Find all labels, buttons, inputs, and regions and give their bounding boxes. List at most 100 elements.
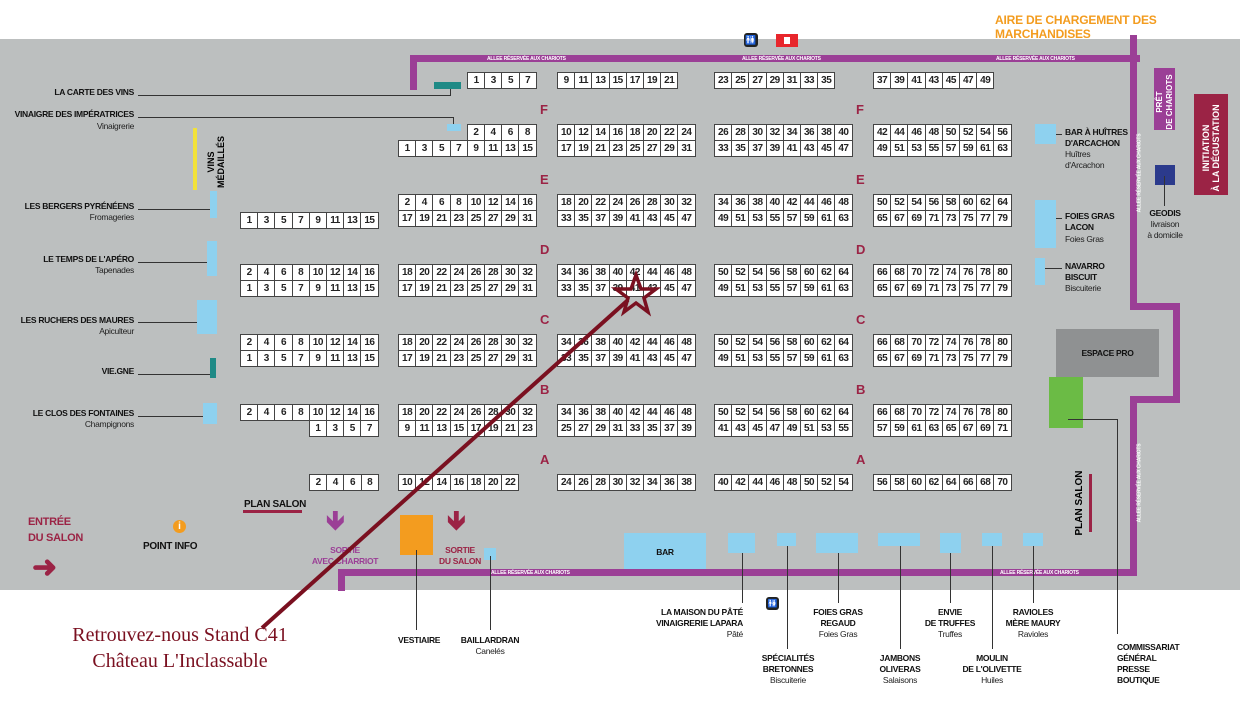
stand[interactable]: 59 <box>799 210 819 227</box>
stand[interactable]: 9 <box>466 140 485 157</box>
stand[interactable]: 16 <box>360 264 379 281</box>
stand[interactable]: 17 <box>398 280 417 297</box>
stand[interactable]: 79 <box>993 280 1012 297</box>
stand[interactable]: 48 <box>677 334 696 351</box>
stand[interactable]: 31 <box>518 280 537 297</box>
stand[interactable]: 67 <box>890 280 909 297</box>
stand[interactable]: 25 <box>466 280 485 297</box>
stand[interactable]: 69 <box>907 350 926 367</box>
booth-le-clos-des-fontaines[interactable] <box>203 403 217 424</box>
stand[interactable]: 27 <box>574 420 593 437</box>
bar-area[interactable] <box>624 533 706 569</box>
stand[interactable]: 49 <box>873 140 892 157</box>
stand[interactable]: 15 <box>608 72 627 89</box>
stand[interactable]: 47 <box>834 140 853 157</box>
initiation-degustation-area[interactable] <box>1194 94 1228 195</box>
booth-specialites-bretonnes[interactable] <box>777 533 796 546</box>
espace-pro-area[interactable] <box>1056 329 1159 377</box>
stand[interactable]: 65 <box>873 280 892 297</box>
stand[interactable]: 63 <box>993 140 1012 157</box>
stand[interactable]: 15 <box>360 280 379 297</box>
stand[interactable]: 16 <box>449 474 468 491</box>
stand[interactable]: 77 <box>976 350 995 367</box>
stand[interactable]: 25 <box>557 420 576 437</box>
stand[interactable]: 49 <box>714 280 733 297</box>
booth-maison-du-pate[interactable] <box>728 533 755 553</box>
stand[interactable]: 13 <box>343 280 362 297</box>
stand[interactable]: 47 <box>677 280 696 297</box>
booth-jambons-oliveras[interactable] <box>878 533 920 546</box>
stand[interactable]: 23 <box>449 210 468 227</box>
stand[interactable]: 59 <box>799 350 819 367</box>
stand[interactable]: 8 <box>360 474 379 491</box>
stand[interactable]: 15 <box>518 140 537 157</box>
stand[interactable]: 55 <box>765 350 784 367</box>
stand[interactable]: 41 <box>782 140 801 157</box>
booth-le-temps-de-l-apero[interactable] <box>207 241 217 276</box>
stand[interactable]: 55 <box>924 140 943 157</box>
stand[interactable]: 5 <box>432 140 451 157</box>
stand[interactable]: 59 <box>890 420 909 437</box>
stand[interactable]: 35 <box>574 280 593 297</box>
stand[interactable]: 21 <box>660 72 679 89</box>
stand[interactable]: 39 <box>677 420 696 437</box>
stand[interactable]: 22 <box>501 474 520 491</box>
vestiaire-booth[interactable] <box>400 515 433 555</box>
stand[interactable]: 40 <box>834 124 853 141</box>
stand[interactable]: 25 <box>466 210 485 227</box>
stand[interactable]: 31 <box>608 420 627 437</box>
booth-foies-gras-regaud[interactable] <box>816 533 858 553</box>
booth-vinaigre-des-imperatrices[interactable] <box>447 124 461 131</box>
stand[interactable]: 43 <box>799 140 819 157</box>
stand[interactable]: 54 <box>834 474 853 491</box>
stand[interactable]: 73 <box>941 210 960 227</box>
booth-les-ruchers-des-maures[interactable] <box>197 300 217 334</box>
booth-la-carte-des-vins[interactable] <box>434 82 461 89</box>
stand[interactable]: 19 <box>642 72 662 89</box>
stand[interactable]: 47 <box>677 210 696 227</box>
stand[interactable]: 56 <box>873 474 892 491</box>
stand[interactable]: 69 <box>907 280 926 297</box>
stand[interactable]: 38 <box>677 474 696 491</box>
stand[interactable]: 31 <box>518 350 537 367</box>
stand[interactable]: 7 <box>518 72 537 89</box>
stand[interactable]: 15 <box>360 350 379 367</box>
stand[interactable]: 80 <box>993 404 1012 421</box>
stand[interactable]: 1 <box>467 72 486 89</box>
stand[interactable]: 51 <box>731 210 750 227</box>
stand[interactable]: 43 <box>642 210 662 227</box>
stand[interactable]: 31 <box>518 210 537 227</box>
stand[interactable]: 63 <box>834 280 853 297</box>
stand[interactable]: 55 <box>834 420 853 437</box>
point-info-label[interactable]: POINT INFO <box>143 541 198 552</box>
stand[interactable]: 31 <box>677 140 696 157</box>
stand[interactable]: 33 <box>799 72 819 89</box>
booth-envie-de-truffes[interactable] <box>940 533 961 553</box>
stand[interactable]: 50 <box>799 474 819 491</box>
booth-vie-gne[interactable] <box>210 358 216 378</box>
stand[interactable]: 2 <box>240 404 259 421</box>
pret-chariots-area[interactable] <box>1154 68 1175 130</box>
stand[interactable]: 80 <box>993 334 1012 351</box>
stand[interactable]: 67 <box>890 210 909 227</box>
booth-baillardran[interactable] <box>484 548 496 560</box>
stand[interactable]: 23 <box>518 420 537 437</box>
stand[interactable]: 47 <box>677 350 696 367</box>
booth-ravioles-mere-maury[interactable] <box>1023 533 1043 546</box>
booth-moulin-de-l-olivette[interactable] <box>982 533 1002 546</box>
stand[interactable]: 35 <box>574 210 593 227</box>
stand[interactable]: 79 <box>993 350 1012 367</box>
stand[interactable]: 35 <box>817 72 836 89</box>
stand[interactable]: 49 <box>976 72 995 89</box>
stand[interactable]: 29 <box>501 210 520 227</box>
stand[interactable]: 33 <box>557 280 576 297</box>
stand[interactable]: 17 <box>398 210 417 227</box>
stand[interactable]: 39 <box>608 210 627 227</box>
stand[interactable]: 7 <box>360 420 379 437</box>
stand[interactable]: 16 <box>518 194 537 211</box>
stand[interactable]: 15 <box>360 212 379 229</box>
stand[interactable]: 79 <box>993 210 1012 227</box>
stand[interactable]: 19 <box>415 280 434 297</box>
vins-medailles-bar[interactable] <box>193 128 197 190</box>
stand[interactable]: 53 <box>817 420 836 437</box>
